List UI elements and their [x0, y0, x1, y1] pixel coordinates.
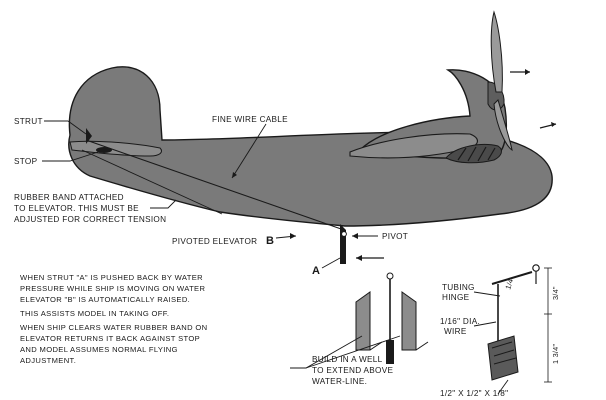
well-left-wall: [355, 291, 371, 351]
well-right-wall: [401, 291, 417, 351]
note-p3-line-3: AND MODEL ASSUMES NORMAL FLYING: [20, 345, 178, 354]
pivot-point: [341, 231, 347, 237]
label-hinge: HINGE: [442, 293, 470, 302]
tubing-hinge: [491, 271, 533, 285]
label-tubing: TUBING: [442, 283, 475, 292]
label-well-line-1: BUILD IN A WELL: [312, 355, 383, 364]
strut: [86, 128, 92, 144]
label-letter-b: B: [266, 235, 274, 247]
tail-stabilizer: [69, 140, 163, 157]
label-dim-three-quarter: 3/4": [551, 286, 560, 300]
label-well-line-2: TO EXTEND ABOVE: [312, 366, 393, 375]
explanatory-notes: WHEN STRUT "A" IS PUSHED BACK BY WATER P…: [20, 273, 208, 365]
label-leaders: [42, 120, 378, 269]
well-detail: BUILD IN A WELL TO EXTEND ABOVE WATER-LI…: [290, 272, 429, 386]
wing: [349, 133, 479, 159]
note-p3-line-1: WHEN SHIP CLEARS WATER RUBBER BAND ON: [20, 323, 208, 332]
label-well-line-3: WATER-LINE.: [312, 377, 367, 386]
propeller-blade-upper: [490, 10, 503, 93]
label-dim-block: 1/2" X 1/2" X 1/8": [440, 389, 508, 398]
water-direction-arrow: [356, 255, 384, 261]
note-p2-line-1: THIS ASSISTS MODEL IN TAKING OFF.: [20, 309, 169, 318]
label-strut: STRUT: [14, 117, 43, 126]
stop: [96, 147, 112, 153]
hull-arrow: [539, 122, 557, 129]
well-strut-paddle: [386, 340, 394, 364]
label-wire-dia: 1/16" DIA.: [440, 317, 480, 326]
label-rubber-band-line-1: RUBBER BAND ATTACHED: [14, 193, 124, 202]
cockpit-canopy: [445, 144, 502, 164]
hinge-pivot-loop: [532, 264, 540, 272]
note-p1-line-1: WHEN STRUT "A" IS PUSHED BACK BY WATER: [20, 273, 203, 282]
rubber-band: [81, 149, 223, 215]
well-strut-pivot: [386, 272, 394, 280]
hinge-detail: TUBING HINGE 1/16" DIA. WIRE 1/4 3/4" 1 …: [440, 264, 560, 398]
propeller-motion-arrow: [510, 69, 530, 75]
mechanism: [81, 128, 384, 264]
note-p3-line-4: ADJUSTMENT.: [20, 356, 76, 365]
note-p3-line-2: ELEVATOR RETURNS IT BACK AGAINST STOP: [20, 334, 200, 343]
label-stop: STOP: [14, 157, 38, 166]
note-p1-line-3: ELEVATOR "B" IS AUTOMATICALLY RAISED.: [20, 295, 190, 304]
note-p1-line-2: PRESSURE WHILE SHIP IS MOVING ON WATER: [20, 284, 205, 293]
hull-body: [68, 66, 553, 227]
pivoted-elevator: [340, 224, 346, 264]
hinge-block: [487, 335, 519, 381]
fine-wire-cable: [85, 139, 345, 231]
label-dim-one-three-quarter: 1 3/4": [551, 344, 560, 364]
label-fine-wire-cable: FINE WIRE CABLE: [212, 115, 288, 124]
label-letter-a: A: [312, 265, 320, 277]
label-rubber-band-line-2: TO ELEVATOR. THIS MUST BE: [14, 204, 139, 213]
label-pivot: PIVOT: [382, 232, 408, 241]
propeller-blade-lower: [493, 99, 513, 152]
hull: [68, 10, 557, 227]
label-rubber-band-line-3: ADJUSTED FOR CORRECT TENSION: [14, 215, 166, 224]
label-dim-quarter: 1/4: [503, 277, 515, 290]
label-pivoted-elevator: PIVOTED ELEVATOR: [172, 237, 257, 246]
label-wire: WIRE: [444, 327, 467, 336]
